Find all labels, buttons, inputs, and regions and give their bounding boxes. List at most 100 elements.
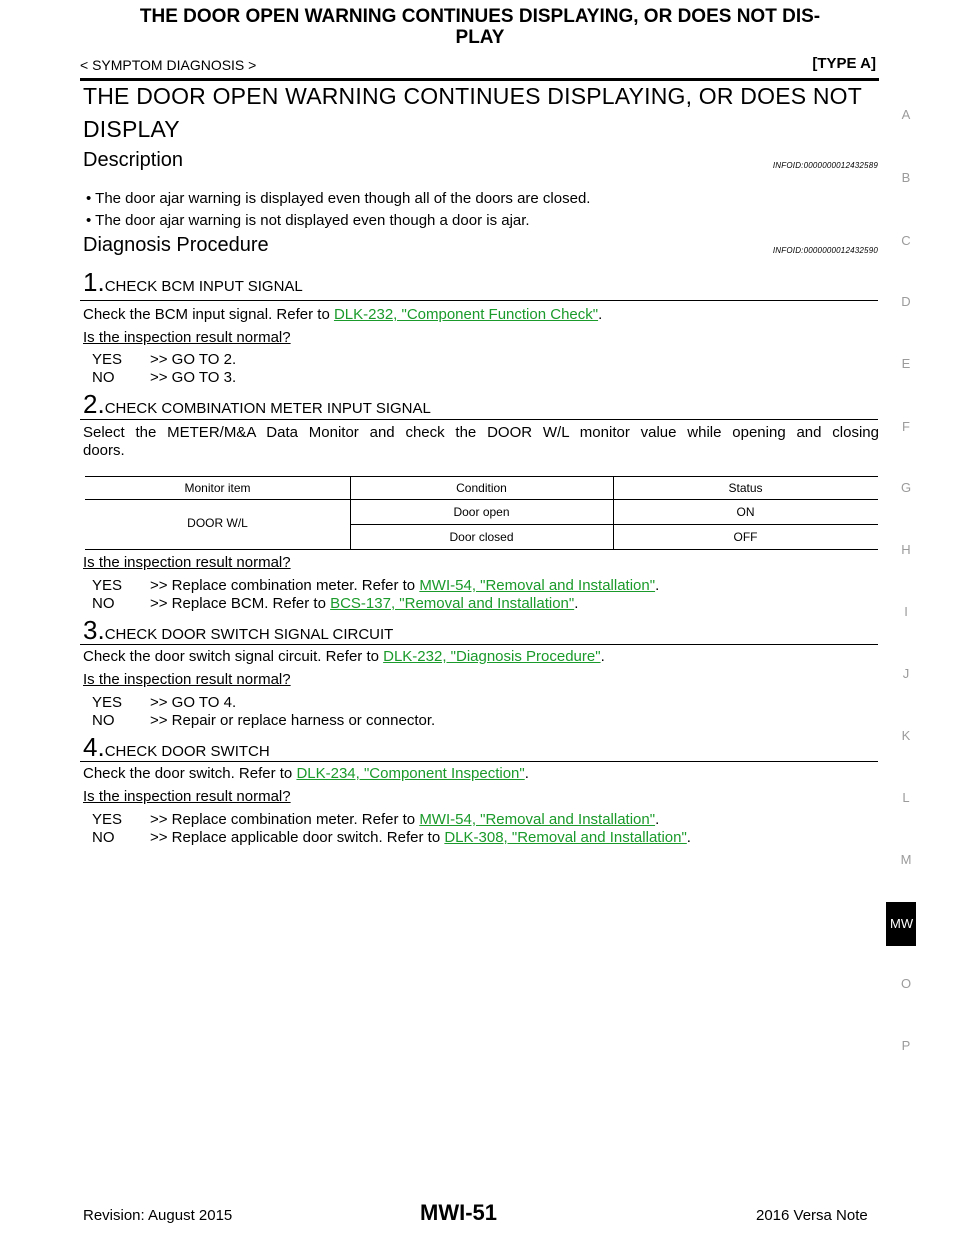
instruction-line-1: Select the METER/M&A Data Monitor and ch… [83,424,879,441]
procedure-infoid: INFOID:0000000012432590 [772,246,878,255]
answer-no-text: >> Repair or replace harness or connecto… [150,712,436,729]
answer-end: . [655,577,660,594]
table-cell-condition: Door open [453,505,510,519]
table-col-divider [350,476,351,549]
side-index-letter[interactable]: A [901,107,911,122]
side-index-letter[interactable]: G [900,480,912,495]
side-index-letter[interactable]: B [901,170,911,185]
step-number: 3. [83,615,105,645]
reference-link[interactable]: DLK-232, "Component Function Check" [333,306,599,323]
step-2-instruction: Select the METER/M&A Data Monitor and ch… [83,424,879,460]
table-header-divider [85,499,878,500]
side-index-letter[interactable]: D [901,294,911,309]
answer-no-label: NO [92,595,115,612]
answer-no-label: NO [92,369,115,386]
instruction-line-2: doors. [83,442,125,459]
procedure-title: Diagnosis Procedure [83,234,269,256]
side-index-letter[interactable]: L [902,790,910,805]
description-infoid: INFOID:0000000012432589 [772,161,878,170]
side-index-letter[interactable]: E [901,356,911,371]
side-index-letter[interactable]: M [900,852,912,867]
footer-page-number: MWI-51 [420,1200,497,1225]
answer-yes-text: >> Replace combination meter. Refer to M… [150,577,659,594]
table-cell-status: OFF [733,530,758,544]
bullet-text: The door ajar warning is not displayed e… [95,212,530,229]
description-bullet: • The door ajar warning is not displayed… [86,212,530,229]
table-border-bottom [85,549,878,550]
side-index-letter[interactable]: K [901,728,911,743]
header-divider [80,78,879,81]
step-number: 4. [83,732,105,762]
side-index-letter[interactable]: P [901,1038,911,1053]
side-index-letter[interactable]: I [904,604,908,619]
table-border-top [85,476,878,477]
answer-no-label: NO [92,829,115,846]
step-1-header: 1.CHECK BCM INPUT SIGNAL [83,269,303,296]
page-header-title-line1: THE DOOR OPEN WARNING CONTINUES DISPLAYI… [139,6,821,27]
side-index-letter[interactable]: F [902,419,910,434]
step-3-header: 3.CHECK DOOR SWITCH SIGNAL CIRCUIT [83,617,393,644]
page-header-title-line2: PLAY [455,27,505,48]
instruction-end: . [524,765,529,782]
side-index-letter[interactable]: H [901,542,911,557]
step-4-instruction: Check the door switch. Refer to DLK-234,… [83,765,529,783]
answer-text: >> Replace BCM. Refer to [150,595,331,612]
reference-link[interactable]: DLK-232, "Diagnosis Procedure" [383,648,601,665]
inspection-question: Is the inspection result normal? [83,329,291,346]
step-1-instruction: Check the BCM input signal. Refer to DLK… [83,306,602,324]
reference-link[interactable]: MWI-54, "Removal and Installation" [419,811,656,828]
section-label: < SYMPTOM DIAGNOSIS > [80,57,257,73]
answer-text: >> Replace combination meter. Refer to [150,577,420,594]
reference-link[interactable]: MWI-54, "Removal and Installation" [419,577,656,594]
answer-end: . [574,595,579,612]
answer-text: >> Replace combination meter. Refer to [150,811,420,828]
step-title: CHECK DOOR SWITCH SIGNAL CIRCUIT [104,626,394,643]
answer-end: . [686,829,691,846]
answer-no-text: >> GO TO 3. [150,369,237,386]
reference-link[interactable]: DLK-234, "Component Inspection" [296,765,525,782]
table-cell-item: DOOR W/L [187,516,248,530]
step-4-header: 4.CHECK DOOR SWITCH [83,734,270,761]
step-title: CHECK DOOR SWITCH [104,743,270,760]
step-divider [80,300,878,301]
step-title: CHECK BCM INPUT SIGNAL [104,278,303,295]
step-3-instruction: Check the door switch signal circuit. Re… [83,648,605,666]
side-index-letter[interactable]: J [902,666,910,681]
reference-link[interactable]: BCS-137, "Removal and Installation" [330,595,575,612]
step-number: 1. [83,267,105,297]
type-label: [TYPE A] [812,55,876,72]
footer-model: 2016 Versa Note [756,1207,868,1224]
side-index-tab-active[interactable]: MW [886,902,916,946]
table-row-divider [350,524,878,525]
answer-no-label: NO [92,712,115,729]
table-header-cell: Monitor item [184,481,251,495]
instruction-text: Check the BCM input signal. Refer to [83,306,334,323]
instruction-text: Check the door switch signal circuit. Re… [83,648,384,665]
table-col-divider [613,476,614,549]
page-header-title: THE DOOR OPEN WARNING CONTINUES DISPLAYI… [80,6,880,48]
main-heading: THE DOOR OPEN WARNING CONTINUES DISPLAYI… [83,83,862,142]
step-title: CHECK COMBINATION METER INPUT SIGNAL [104,400,431,417]
reference-link[interactable]: DLK-308, "Removal and Installation" [444,829,687,846]
side-index-letter[interactable]: O [900,976,912,991]
step-divider [80,419,878,420]
monitor-table: Monitor item Condition Status DOOR W/L D… [85,476,878,550]
inspection-question: Is the inspection result normal? [83,671,291,688]
inspection-question: Is the inspection result normal? [83,788,291,805]
instruction-text: Check the door switch. Refer to [83,765,297,782]
answer-yes-label: YES [92,577,123,594]
table-cell-status: ON [736,505,755,519]
answer-no-text: >> Replace BCM. Refer to BCS-137, "Remov… [150,595,578,612]
instruction-end: . [600,648,605,665]
answer-yes-label: YES [92,694,123,711]
answer-yes-label: YES [92,811,123,828]
bullet-text: The door ajar warning is displayed even … [95,190,591,207]
step-number: 2. [83,389,105,419]
side-index-letter[interactable]: C [901,233,911,248]
answer-end: . [655,811,660,828]
answer-yes-label: YES [92,351,123,368]
answer-yes-text: >> GO TO 4. [150,694,237,711]
table-cell-condition: Door closed [449,530,514,544]
answer-no-text: >> Replace applicable door switch. Refer… [150,829,691,846]
step-2-header: 2.CHECK COMBINATION METER INPUT SIGNAL [83,391,431,418]
